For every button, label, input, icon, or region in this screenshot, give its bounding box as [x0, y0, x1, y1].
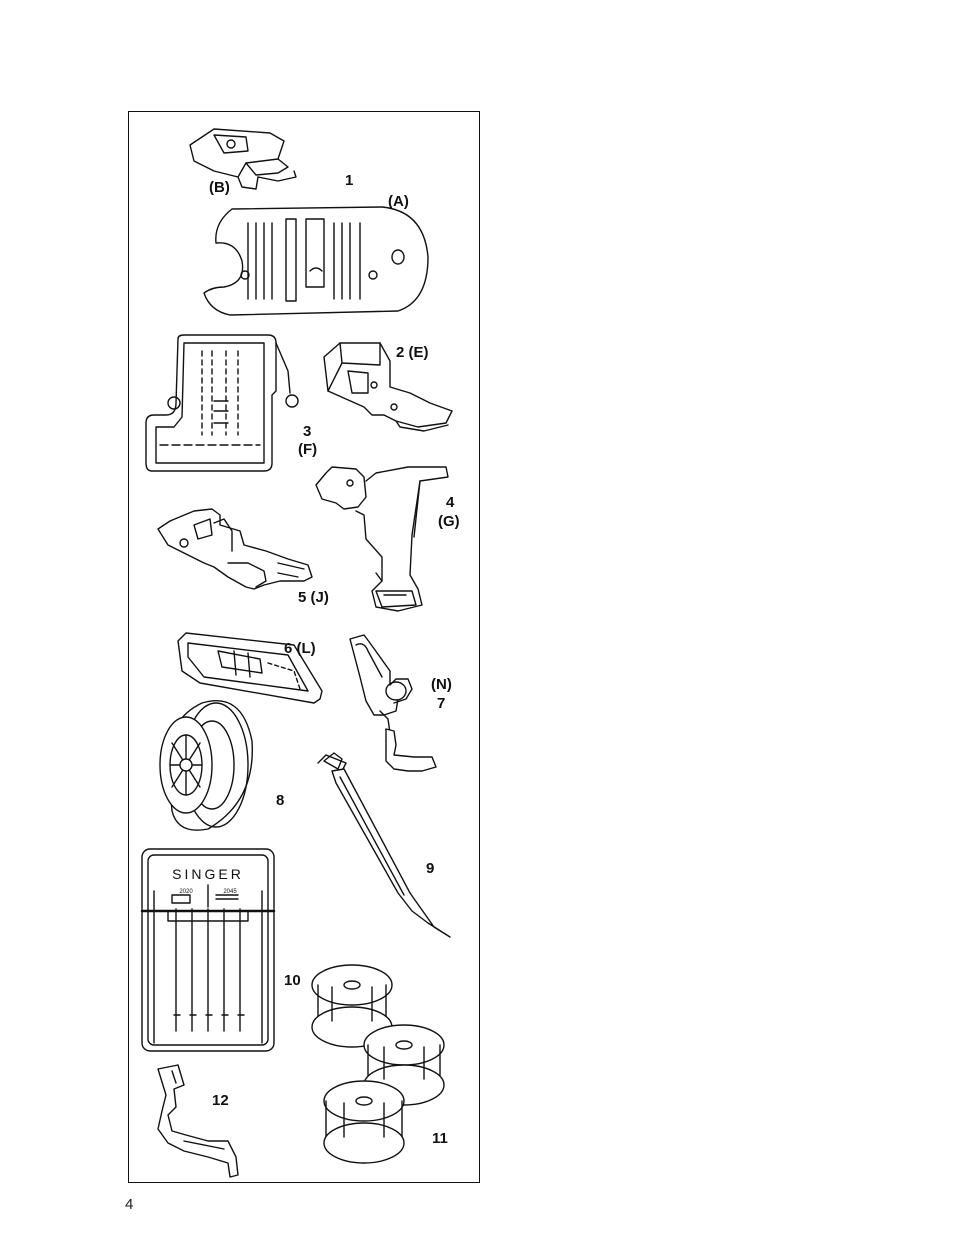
lint-brush-drawing: [318, 753, 450, 937]
zipper-foot-e-drawing: [324, 343, 452, 431]
label-item-2: 2 (E): [396, 344, 429, 361]
label-item-7-number: 7: [437, 695, 445, 712]
label-item-12: 12: [212, 1092, 229, 1109]
needle-pack-code-right: 2045: [223, 889, 237, 895]
label-item-8: 8: [276, 792, 284, 809]
needle-pack-code-left: 2020: [179, 889, 193, 895]
foot-g-drawing: [316, 467, 448, 611]
spool-cap-drawing: [160, 701, 252, 831]
label-item-9: 9: [426, 860, 434, 877]
label-item-1-a: (A): [388, 193, 409, 210]
label-item-11: 11: [432, 1130, 448, 1147]
seam-guide-n-drawing: [350, 635, 436, 771]
label-item-3-letter: (F): [298, 441, 317, 458]
label-item-7-letter: (N): [431, 676, 452, 693]
label-item-1: 1: [345, 172, 353, 189]
label-item-4-letter: (G): [438, 513, 460, 530]
slide-plate-f-drawing: [146, 335, 298, 471]
blind-stitch-guide-drawing: [158, 1065, 238, 1177]
bobbins-drawing: [312, 965, 444, 1163]
label-item-1-b: (B): [209, 179, 230, 196]
label-item-4-number: 4: [446, 494, 454, 511]
label-item-6: 6 (L): [284, 640, 316, 657]
page-number: 4: [125, 1196, 133, 1213]
label-item-5: 5 (J): [298, 589, 329, 606]
label-item-3-number: 3: [303, 423, 311, 440]
label-item-10: 10: [284, 972, 301, 989]
foot-j-drawing: [158, 509, 312, 589]
presser-foot-b-drawing: [190, 129, 296, 189]
needle-plate-a-drawing: [204, 207, 428, 315]
needle-pack-brand: SINGER: [172, 866, 244, 882]
